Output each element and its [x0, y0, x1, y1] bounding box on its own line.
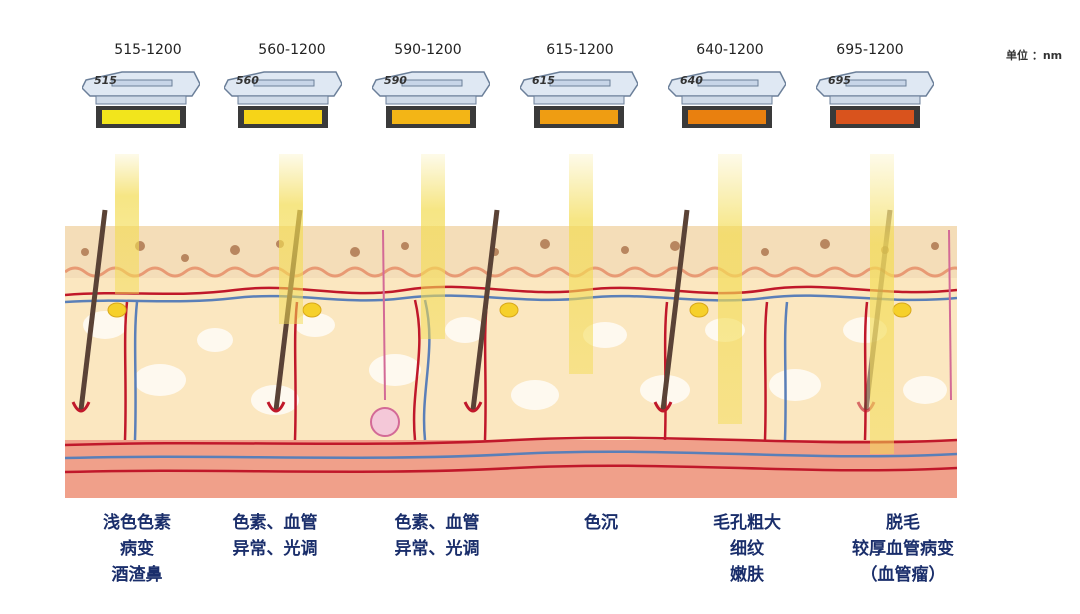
- blood-vessels: [65, 285, 957, 474]
- indication-515-line-2: 病变: [120, 539, 154, 559]
- indication-695: 脱毛 较厚血管病变 （血管瘤）: [818, 510, 988, 588]
- indication-515-line-3: 酒渣鼻: [111, 565, 163, 585]
- indication-695-line-3: （血管瘤）: [860, 565, 946, 585]
- filter-head-615: 615: [519, 68, 639, 132]
- indication-640-line-3: 嫩肤: [730, 565, 764, 585]
- range-label-560: 560-1200: [258, 42, 326, 58]
- range-label-695: 695-1200: [836, 42, 904, 58]
- melanin-dots: [81, 239, 939, 262]
- indication-515-line-1: 浅色色素: [103, 513, 171, 533]
- indication-615: 色沉: [516, 510, 686, 536]
- indication-590-line-1: 色素、血管: [394, 513, 480, 533]
- indication-590: 色素、血管 异常、光调: [352, 510, 522, 562]
- indication-615-line-1: 色沉: [584, 513, 618, 533]
- indication-590-line-2: 异常、光调: [394, 539, 480, 559]
- filter-code-640: 640: [680, 74, 703, 87]
- indication-695-line-1: 脱毛: [886, 513, 920, 533]
- filter-head-560: 560: [223, 68, 343, 132]
- filter-code-615: 615: [532, 74, 555, 87]
- indication-640: 毛孔粗大 细纹 嫩肤: [662, 510, 832, 588]
- light-beams: [115, 154, 894, 454]
- range-label-640: 640-1200: [696, 42, 764, 58]
- light-beam-615: [569, 154, 593, 374]
- light-beam-640: [718, 154, 742, 424]
- indication-515: 浅色色素 病变 酒渣鼻: [52, 510, 222, 588]
- indication-560-line-2: 异常、光调: [232, 539, 318, 559]
- filter-head-695: 695: [815, 68, 935, 132]
- indication-560-line-1: 色素、血管: [232, 513, 318, 533]
- unit-label: 单位 ：nm: [1006, 49, 1063, 62]
- basal-wave: [65, 266, 957, 278]
- filter-code-515: 515: [94, 74, 117, 87]
- light-beam-590: [421, 154, 445, 339]
- filter-code-695: 695: [828, 74, 851, 87]
- range-label-590: 590-1200: [394, 42, 462, 58]
- indication-640-line-2: 细纹: [730, 539, 764, 559]
- sweat-glands: [370, 229, 952, 437]
- range-label-515: 515-1200: [114, 42, 182, 58]
- indication-695-line-2: 较厚血管病变: [852, 539, 954, 559]
- filter-head-590: 590: [371, 68, 491, 132]
- light-beam-695: [870, 154, 894, 454]
- filter-code-590: 590: [384, 74, 407, 87]
- light-beam-515: [115, 154, 139, 294]
- skin-cross-section: [65, 154, 957, 498]
- filter-code-560: 560: [236, 74, 259, 87]
- indication-640-line-1: 毛孔粗大: [713, 513, 781, 533]
- indication-560: 色素、血管 异常、光调: [190, 510, 360, 562]
- filter-head-640: 640: [667, 68, 787, 132]
- filter-head-515: 515: [81, 68, 201, 132]
- light-beam-560: [279, 154, 303, 324]
- range-label-615: 615-1200: [546, 42, 614, 58]
